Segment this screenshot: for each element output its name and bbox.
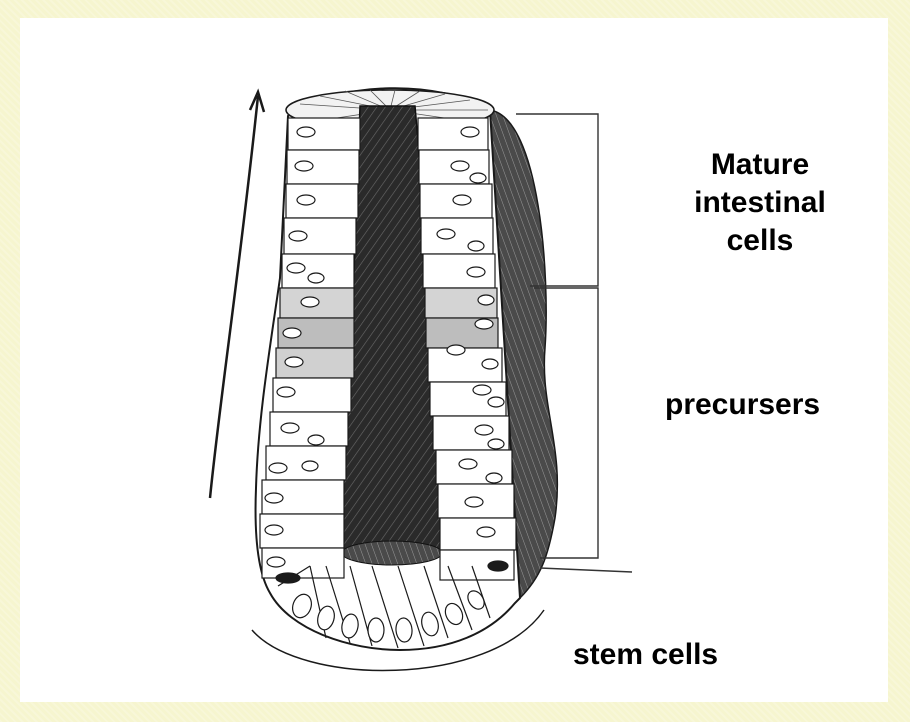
label-stem-cells: stem cells [573,636,718,674]
intestinal-crypt-diagram [20,18,888,702]
label-mature-cells: Mature intestinal cells [660,146,860,260]
diagram-panel: Mature intestinal cells precursers stem … [20,18,888,702]
label-mature-line-2: intestinal [660,184,860,222]
migration-arrow [210,92,264,498]
label-precursors: precursers [665,386,820,424]
label-mature-line-1: Mature [660,146,860,184]
label-mature-line-3: cells [660,222,860,260]
